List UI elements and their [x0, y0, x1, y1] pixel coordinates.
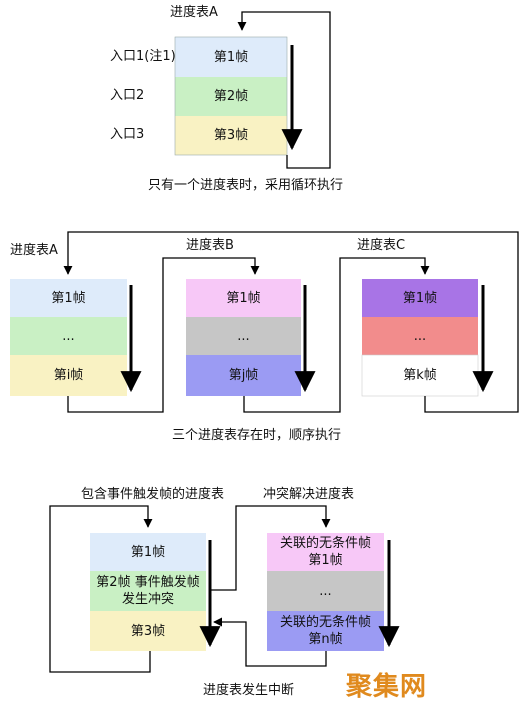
s2-a-frame-1: 第1帧 — [51, 290, 86, 306]
s3-left-frame-1: 第1帧 — [130, 544, 166, 560]
s1-frame-1-box — [175, 37, 287, 77]
s2-c-frame-3: 第k帧 — [403, 368, 437, 383]
s2-a-title: 进度表A — [10, 243, 58, 258]
s2-c-frame-3-box — [361, 354, 479, 397]
s2-c-frame-1-box — [362, 279, 478, 317]
s2-b-title: 进度表B — [186, 238, 234, 253]
s2-a-frame-3: 第i帧 — [53, 368, 84, 383]
s2-a-to-b-line — [67, 257, 260, 413]
s3-interrupt-line — [210, 505, 331, 591]
s3-left-frame-1-box — [90, 533, 206, 571]
s1-entry-1: 入口1(注1) — [110, 49, 176, 64]
s2-c-frame-1: 第1帧 — [402, 290, 438, 306]
s1-table-title: 进度表A — [170, 5, 218, 20]
s3-left-frame-2: 第2帧 事件触发帧 发生冲突 — [96, 575, 200, 607]
s1-frame-3-box — [175, 116, 287, 155]
s3-left-title: 包含事件触发帧的进度表 — [81, 487, 225, 502]
s2-caption: 三个进度表存在时，顺序执行 — [172, 428, 342, 443]
s3-return-line — [49, 505, 153, 673]
s1-frame-3: 第3帧 — [213, 128, 249, 143]
s3-caption: 进度表发生中断 — [203, 683, 295, 698]
s3-left-frame-2-box — [90, 571, 206, 611]
s3-right-frame-2: ... — [319, 583, 332, 599]
s2-a-frame-1-box — [10, 279, 127, 317]
s3-right-frame-1: 关联的无条件帧 第1帧 — [279, 536, 371, 568]
s1-caption: 只有一个进度表时，采用循环执行 — [148, 178, 344, 193]
s1-frame-2: 第2帧 — [213, 89, 249, 104]
s2-a-frame-2-box — [10, 317, 127, 355]
s3-left-frame-3: 第3帧 — [130, 623, 166, 639]
s2-c-title: 进度表C — [357, 238, 406, 253]
s2-a-frame-3-box — [10, 355, 127, 396]
s3-right-frame-3: 关联的无条件帧 第n帧 — [279, 615, 371, 647]
s2-c-frame-2: ... — [413, 328, 427, 344]
s1-entry-2: 入口2 — [110, 88, 145, 103]
s3-right-frame-3-box — [267, 611, 384, 651]
s1-entry-3: 入口3 — [110, 127, 145, 142]
watermark-logo: 聚集网 — [346, 672, 428, 702]
s2-c-frame-2-box — [362, 317, 478, 355]
s2-b-frame-2-box — [186, 317, 301, 355]
s3-right-frame-1-box — [267, 533, 384, 571]
s1-return-line — [237, 11, 331, 169]
s1-table-border — [174, 36, 288, 156]
s2-b-frame-3: 第j帧 — [228, 368, 259, 383]
s1-frame-2-box — [175, 77, 287, 116]
s2-b-frame-3-box — [186, 355, 301, 396]
s2-b-frame-2: ... — [237, 328, 250, 344]
s3-resume-line — [213, 617, 327, 667]
s2-c-to-a-line — [63, 231, 519, 413]
s3-left-frame-3-box — [90, 611, 206, 651]
s3-right-frame-2-box — [267, 571, 384, 611]
s2-b-to-c-line — [243, 257, 430, 413]
s2-b-frame-1: 第1帧 — [226, 290, 261, 306]
s3-right-title: 冲突解决进度表 — [263, 487, 355, 502]
s2-a-frame-2: ... — [62, 328, 75, 344]
s1-frame-1: 第1帧 — [213, 49, 249, 65]
s2-b-frame-1-box — [186, 279, 301, 317]
